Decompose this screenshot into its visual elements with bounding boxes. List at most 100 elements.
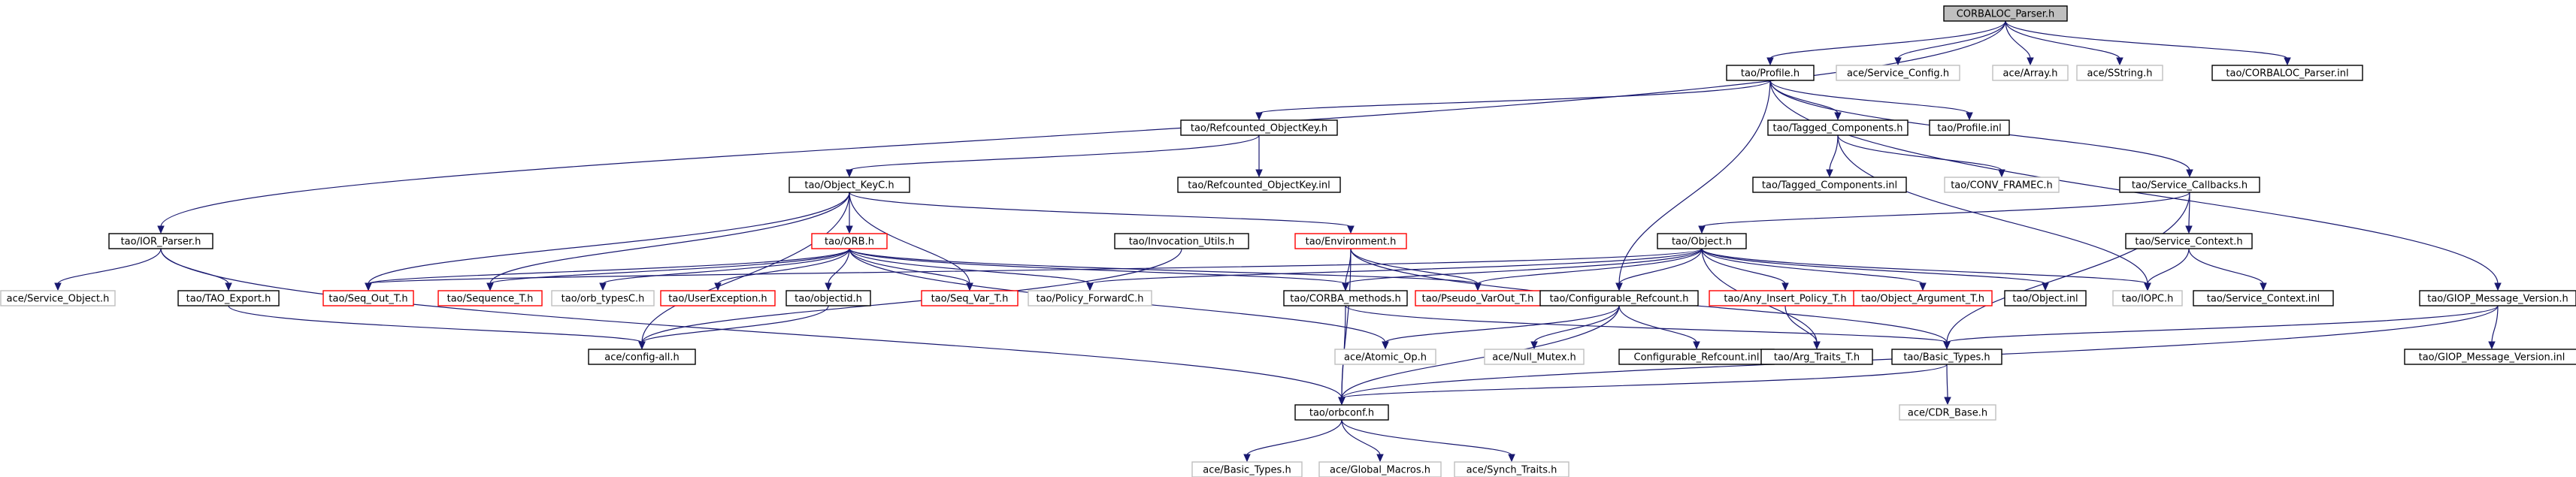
node-box (322, 290, 414, 306)
node-tao-objectid-h[interactable]: tao/objectid.h (786, 290, 871, 306)
node-box (2076, 65, 2163, 81)
node-label: tao/Pseudo_VarOut_T.h (1422, 294, 1534, 305)
node-box (1318, 461, 1442, 477)
node-tao-pseudo-varout-t-h[interactable]: tao/Pseudo_VarOut_T.h (1415, 290, 1541, 306)
node-tao-environment-h[interactable]: tao/Environment.h (1294, 233, 1407, 249)
node-box (1899, 404, 1996, 421)
node-tao-userexception-h[interactable]: tao/UserException.h (660, 290, 776, 306)
edge-arrowhead (1615, 282, 1623, 291)
node-tao-refcounted-objectkey-inl[interactable]: tao/Refcounted_ObjectKey.inl (1177, 177, 1341, 193)
node-tao-sequence-t-h[interactable]: tao/Sequence_T.h (437, 290, 543, 306)
node-tao-refcounted-objectkey-h[interactable]: tao/Refcounted_ObjectKey.h (1180, 119, 1338, 136)
node-label: ace/Basic_Types.h (1203, 465, 1291, 476)
node-label: tao/Profile.h (1741, 68, 1800, 80)
node-box (1853, 290, 1993, 306)
node-box (811, 233, 888, 249)
node-box (1191, 461, 1303, 477)
node-tao-ior-parser-h[interactable]: tao/IOR_Parser.h (108, 233, 213, 249)
node-label: ace/Synch_Traits.h (1467, 465, 1557, 476)
node-ace-config-all-h[interactable]: ace/config-all.h (588, 349, 696, 365)
edge-arrowhead (1894, 57, 1902, 66)
node-box (1891, 349, 2002, 365)
node-tao-object-keyc-h[interactable]: tao/Object_KeyC.h (789, 177, 910, 193)
edge-line (1769, 20, 2006, 59)
edge-arrowhead (1698, 225, 1706, 234)
edge-svc_callbacks-to-object (1698, 192, 2190, 234)
node-tao-object-h[interactable]: tao/Object.h (1657, 233, 1747, 249)
node-tao-corbaloc-parser-inl[interactable]: tao/CORBALOC_Parser.inl (2211, 65, 2363, 81)
node-tao-corba-methods-h[interactable]: tao/CORBA_methods.h (1283, 290, 1408, 306)
edge-arrowhead (1944, 397, 1951, 406)
edge-root-to-profile (1766, 20, 2006, 66)
node-box (2211, 65, 2363, 81)
node-tao-giop-message-version-inl[interactable]: tao/GIOP_Message_Version.inl (2404, 349, 2576, 365)
node-label: tao/CONV_FRAMEC.h (1951, 180, 2053, 192)
node-box (2193, 290, 2334, 306)
node-tao-orbconf-h[interactable]: tao/orbconf.h (1294, 404, 1389, 421)
node-label: ace/Null_Mutex.h (1492, 352, 1576, 364)
edge-arrowhead (846, 169, 853, 178)
node-box (0, 290, 116, 306)
edge-line (1258, 80, 1771, 114)
edge-basic_types-to-cdr_base (1944, 364, 1951, 406)
node-box (108, 233, 213, 249)
edge-line (1946, 305, 2499, 343)
node-tao-tao-export-h[interactable]: tao/TAO_Export.h (177, 290, 280, 306)
edge-svc_callbacks-to-basic_types (1943, 192, 2190, 350)
node-tao-seq-var-t-h[interactable]: tao/Seq_Var_T.h (921, 290, 1019, 306)
node-box (660, 290, 776, 306)
node-corbaloc-parser-h[interactable]: CORBALOC_Parser.h (1943, 5, 2068, 22)
edge-arrowhead (1834, 112, 1842, 121)
node-label: tao/Environment.h (1306, 237, 1397, 248)
node-configurable-refcount-inl[interactable]: Configurable_Refcount.inl (1618, 349, 1775, 365)
node-label: tao/Refcounted_ObjectKey.inl (1188, 180, 1330, 192)
node-tao-service-callbacks-h[interactable]: tao/Service_Callbacks.h (2119, 177, 2260, 193)
node-tao-configurable-refcount-h[interactable]: tao/Configurable_Refcount.h (1539, 290, 1699, 306)
edge-line (2005, 20, 2031, 59)
edge-arrowhead (714, 282, 722, 291)
node-box (1028, 290, 1152, 306)
node-tao-any-insert-policy-t-h[interactable]: tao/Any_Insert_Policy_T.h (1709, 290, 1862, 306)
node-ace-cdr-base-h: ace/CDR_Base.h (1899, 404, 1996, 421)
edge-line (1829, 134, 1839, 171)
node-tao-object-inl[interactable]: tao/Object.inl (2004, 290, 2087, 306)
edge-line (1345, 305, 1948, 343)
edge-line (1345, 248, 1703, 285)
edge-arrowhead (1086, 282, 1094, 291)
node-tao-tagged-components-inl[interactable]: tao/Tagged_Components.inl (1752, 177, 1907, 193)
node-box (786, 290, 871, 306)
edge-line (368, 248, 1703, 285)
node-tao-giop-message-version-h[interactable]: tao/GIOP_Message_Version.h (2419, 290, 2576, 306)
node-tao-invocation-utils-h[interactable]: tao/Invocation_Utils.h (1114, 233, 1249, 249)
edge-arrowhead (225, 282, 232, 291)
node-tao-object-argument-t-h[interactable]: tao/Object_Argument_T.h (1853, 290, 1993, 306)
edge-line (849, 248, 1346, 285)
edges-layer (54, 20, 2502, 463)
node-box (1283, 290, 1408, 306)
edge-line (368, 192, 850, 285)
node-tao-service-context-h[interactable]: tao/Service_Context.h (2125, 233, 2253, 249)
node-label: tao/TAO_Export.h (186, 294, 271, 305)
node-tao-profile-h[interactable]: tao/Profile.h (1726, 65, 1815, 81)
node-tao-tagged-components-h[interactable]: tao/Tagged_Components.h (1767, 119, 1909, 136)
edge-line (2147, 248, 2190, 285)
edge-object-to-iiopc (1701, 248, 2151, 291)
node-tao-iopc-h: tao/IOPC.h (2112, 290, 2183, 306)
node-tao-seq-out-t-h[interactable]: tao/Seq_Out_T.h (322, 290, 414, 306)
node-tao-orb-h[interactable]: tao/ORB.h (811, 233, 888, 249)
node-tao-conv-framec-h: tao/CONV_FRAMEC.h (1944, 177, 2060, 193)
node-tao-arg-traits-t-h[interactable]: tao/Arg_Traits_T.h (1760, 349, 1873, 365)
node-tao-orb-typesc-h: tao/orb_typesC.h (551, 290, 655, 306)
node-box (1114, 233, 1249, 249)
edge-arrowhead (1998, 169, 2005, 178)
node-tao-profile-inl[interactable]: tao/Profile.inl (1929, 119, 2010, 136)
edge-orb-to-pseudo_varout (849, 248, 1482, 291)
node-label: tao/CORBALOC_Parser.inl (2226, 68, 2348, 80)
node-tao-service-context-inl[interactable]: tao/Service_Context.inl (2193, 290, 2334, 306)
node-ace-global-macros-h: ace/Global_Macros.h (1318, 461, 1442, 477)
edge-line (368, 248, 850, 285)
node-label: tao/Refcounted_ObjectKey.h (1191, 123, 1327, 134)
edge-ior_parser-to-ace_svc_object (54, 248, 162, 291)
node-tao-basic-types-h[interactable]: tao/Basic_Types.h (1891, 349, 2002, 365)
